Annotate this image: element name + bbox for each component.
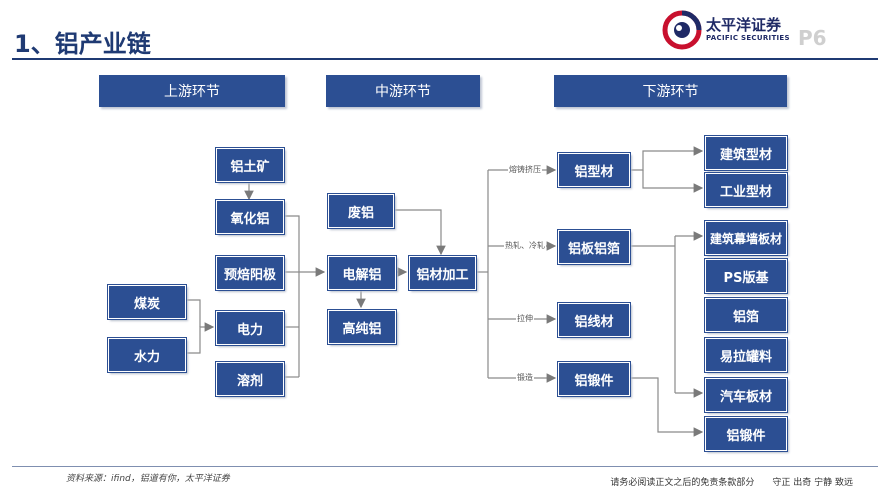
footer-divider: [12, 466, 878, 467]
node-easy-open-can: 易拉罐料: [704, 337, 788, 373]
edge-coal-power: [185, 299, 201, 327]
edge-scrap-processing: [393, 209, 446, 256]
node-coal: 煤炭: [107, 284, 187, 320]
edge-label-drawing: 拉伸: [516, 313, 534, 324]
node-aluminum-profiles: 铝型材: [557, 152, 631, 188]
title-divider: [12, 58, 878, 60]
node-power: 电力: [215, 310, 285, 346]
node-industrial-profiles: 工业型材: [704, 172, 788, 208]
logo-name-en: PACIFIC SECURITIES: [706, 34, 790, 42]
node-building-profiles: 建筑型材: [704, 135, 788, 171]
node-electrolytic-aluminum: 电解铝: [327, 255, 397, 291]
node-high-purity-aluminum: 高纯铝: [327, 309, 397, 345]
node-bauxite: 铝土矿: [215, 147, 285, 183]
pacific-securities-logo-icon: [662, 10, 702, 50]
node-sheet-foil: 铝板铝箔: [557, 229, 631, 265]
company-logo: 太平洋证券 PACIFIC SECURITIES: [662, 10, 790, 50]
edge-to-building-profiles: [629, 146, 704, 171]
node-flux: 溶剂: [215, 361, 285, 397]
edge-label-extrusion: 熔铸挤压: [508, 164, 542, 175]
edge-label-forging: 锻造: [516, 372, 534, 383]
edge-upstream-bus: [283, 215, 300, 377]
node-forgings-product: 铝锻件: [704, 416, 788, 452]
logo-name-cn: 太平洋证券: [706, 16, 782, 34]
node-hydro: 水力: [107, 337, 187, 373]
node-auto-sheet: 汽车板材: [704, 377, 788, 413]
node-alumina: 氧化铝: [215, 199, 285, 235]
upstream-header: 上游环节: [99, 75, 285, 107]
node-aluminum-forgings: 铝锻件: [557, 361, 631, 397]
edge-to-forgings-product: [629, 377, 704, 437]
node-aluminum-wire: 铝线材: [557, 302, 631, 338]
midstream-header: 中游环节: [326, 75, 480, 107]
edge-to-industrial-profiles: [642, 170, 704, 193]
downstream-header: 下游环节: [554, 75, 787, 107]
page-number: P6: [798, 26, 827, 50]
page-title: 1、铝产业链: [14, 30, 151, 58]
source-note: 资料来源：ifind，铝道有你，太平洋证券: [66, 474, 230, 484]
node-prebaked-anode: 预焙阳极: [215, 255, 285, 291]
edge-hydro-power: [185, 322, 215, 354]
node-scrap-aluminum: 废铝: [327, 193, 395, 229]
node-ps-plate: PS版基: [704, 258, 788, 294]
node-aluminum-processing: 铝材加工: [408, 255, 477, 291]
disclaimer: 请务必阅读正文之后的免责条款部分 守正 出奇 宁静 致远: [610, 478, 853, 488]
edge-label-rolling: 热轧、冷轧: [504, 240, 546, 251]
node-curtain-wall-sheet: 建筑幕墙板材: [704, 220, 788, 256]
node-aluminum-foil: 铝箔: [704, 297, 788, 333]
